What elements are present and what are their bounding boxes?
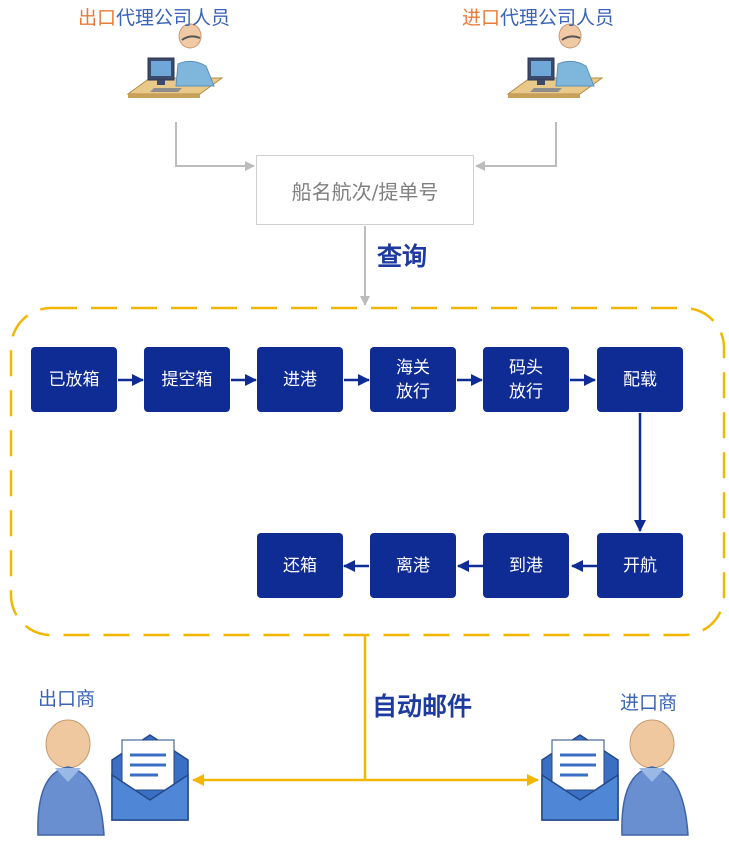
step-label: 离港 [396, 555, 430, 576]
import-agent-title: 进口代理公司人员 [462, 9, 614, 28]
step-label: 到港 [509, 555, 543, 576]
import-agent-title-rest: 代理公司人员 [500, 7, 615, 29]
connector-export-agent-to-query [175, 122, 255, 171]
exporter-envelope-icon [111, 734, 189, 821]
step-label: 开航 [623, 555, 657, 576]
step-label: 进港 [283, 369, 317, 390]
step-released: 已放箱 [31, 347, 117, 412]
step-container-return: 还箱 [257, 533, 343, 598]
auto-email-label: 自动邮件 [372, 692, 473, 721]
step-customs-release: 海关 放行 [370, 347, 456, 412]
step-label: 已放箱 [48, 369, 100, 390]
export-agent-title-accent: 出口 [78, 7, 117, 29]
export-agent-icon [126, 23, 224, 98]
importer-person-icon [621, 719, 689, 836]
step-label-line2: 放行 [396, 381, 430, 402]
step-sailed: 开航 [597, 533, 683, 598]
step-label-line2: 放行 [509, 381, 543, 402]
export-agent-title: 出口代理公司人员 [78, 9, 230, 28]
step-label-line1: 海关 [396, 357, 430, 378]
step-label: 还箱 [283, 555, 317, 576]
export-agent-title-rest: 代理公司人员 [116, 7, 231, 29]
step-departed-port: 离港 [370, 533, 456, 598]
step-label: 配载 [623, 369, 657, 390]
exporter-person-icon [37, 719, 105, 836]
step-terminal-release: 码头 放行 [483, 347, 569, 412]
step-label-line1: 码头 [509, 357, 543, 378]
query-input-text: 船名航次/提单号 [291, 179, 439, 204]
step-stowage: 配载 [597, 347, 683, 412]
process-frame [9, 306, 726, 637]
exporter-label: 出口商 [38, 688, 96, 710]
step-arrived-port: 到港 [483, 533, 569, 598]
importer-envelope-icon [541, 734, 619, 821]
import-agent-icon [506, 23, 604, 98]
connector-import-agent-to-query [475, 122, 557, 171]
import-agent-title-accent: 进口 [462, 7, 501, 29]
importer-label: 进口商 [620, 692, 678, 714]
step-label: 提空箱 [161, 369, 213, 390]
query-input-box: 船名航次/提单号 [256, 155, 474, 225]
query-label: 查询 [377, 242, 428, 271]
step-pickup-empty: 提空箱 [144, 347, 230, 412]
step-gate-in: 进港 [257, 347, 343, 412]
